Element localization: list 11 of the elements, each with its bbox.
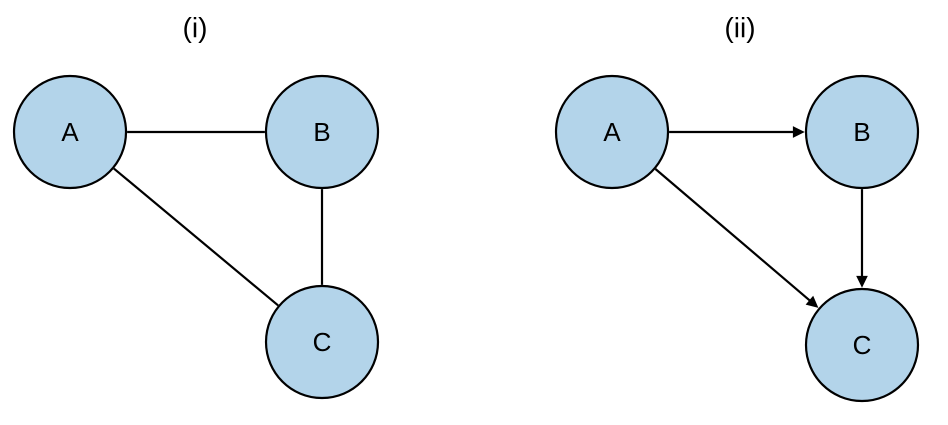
panel-label: (i) <box>184 16 206 44</box>
graph-node: B <box>804 74 920 190</box>
graph-node: A <box>554 74 670 190</box>
connector <box>127 130 265 134</box>
graph-node: C <box>804 288 920 402</box>
graph-node: A <box>12 74 128 190</box>
connector <box>113 168 279 306</box>
graph-node: B <box>264 74 380 190</box>
connector <box>320 189 324 285</box>
panel-label: (ii) <box>726 16 754 44</box>
graph-node: C <box>264 284 380 400</box>
